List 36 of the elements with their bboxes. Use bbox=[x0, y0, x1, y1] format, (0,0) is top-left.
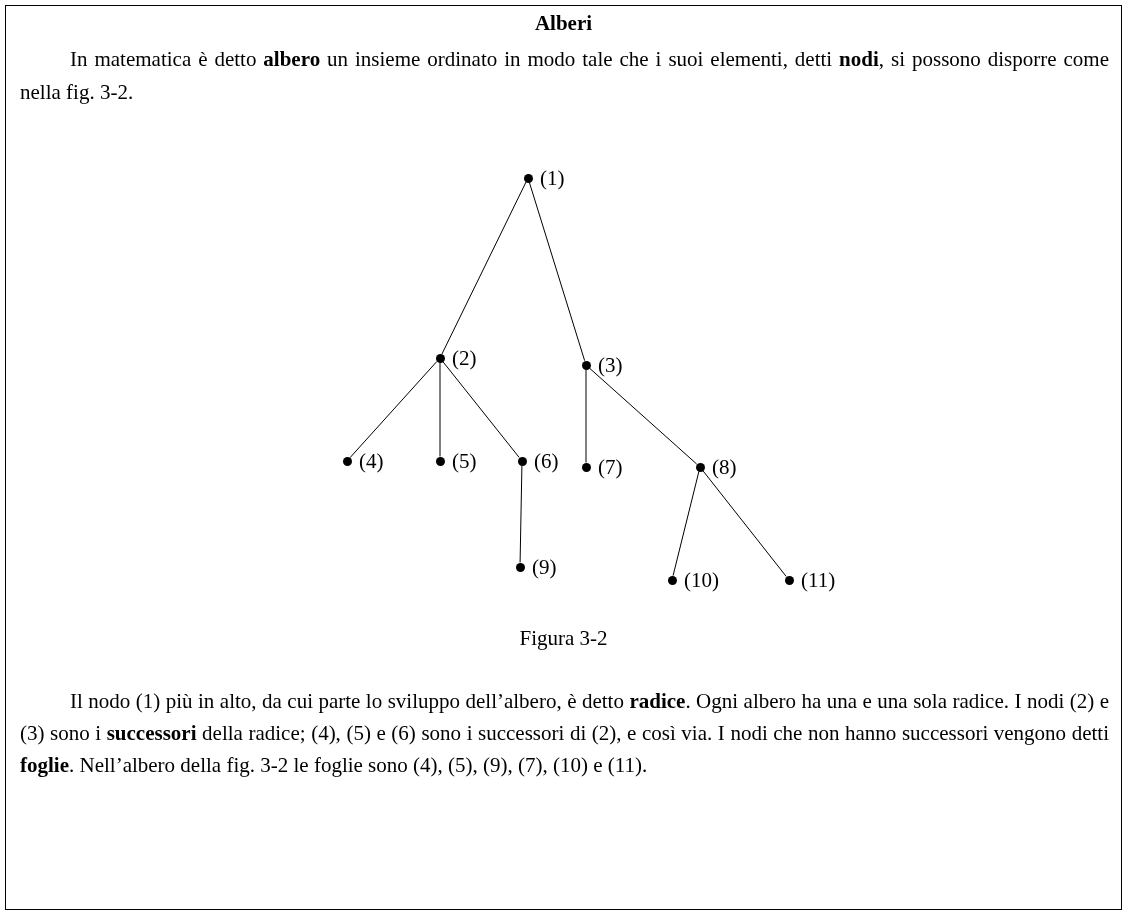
node-label: (9) bbox=[532, 553, 557, 580]
tree-edge bbox=[672, 470, 700, 577]
node-dot bbox=[515, 562, 525, 572]
tree-edge bbox=[442, 361, 520, 458]
node-dot bbox=[517, 456, 527, 466]
node-dot bbox=[435, 353, 445, 363]
title: Alberi bbox=[533, 10, 594, 37]
node-dot bbox=[784, 575, 794, 585]
tree-edge bbox=[519, 465, 523, 563]
paragraph: In matematica è detto albero un insieme ordinato in modo tale che i suoi elementi, detti nodi, si possono disporre come nella fig. 3-2. bbox=[20, 46, 1109, 106]
node-dot bbox=[581, 360, 591, 370]
tree-edge bbox=[585, 369, 587, 463]
tree-edge bbox=[441, 181, 527, 355]
tree-edge bbox=[439, 362, 441, 457]
node-label: (7) bbox=[598, 453, 623, 480]
node-label: (4) bbox=[359, 447, 384, 474]
paragraph: Il nodo (1) più in alto, da cui parte lo sviluppo dell’albero, è detto radice. Ogni albero ha una e una sola radice. I nodi (2) e (3) sono i successori della radice; (4), (5) e (6) sono i successori di (2), e così via. I nodi che non hanno successori vengono detti foglie. Nell’albero della fig. 3-2 le foglie sono (4), (5), (9), (7), (10) e (11). bbox=[20, 688, 1109, 779]
node-label: (11) bbox=[801, 566, 836, 593]
node-label: (3) bbox=[598, 351, 623, 378]
tree-edge bbox=[349, 360, 438, 459]
node-label: (6) bbox=[534, 447, 559, 474]
node-dot bbox=[342, 456, 352, 466]
node-label: (8) bbox=[712, 453, 737, 480]
tree-edge bbox=[528, 181, 586, 362]
node-label: (2) bbox=[452, 344, 477, 371]
tree-edge bbox=[702, 470, 787, 577]
node-dot bbox=[523, 173, 533, 183]
node-dot bbox=[581, 462, 591, 472]
node-label: (5) bbox=[452, 447, 477, 474]
node-label: (1) bbox=[540, 164, 565, 191]
figure-caption: Figura 3-2 bbox=[518, 625, 609, 652]
node-label: (10) bbox=[684, 566, 719, 593]
tree-edge bbox=[588, 367, 698, 465]
node-dot bbox=[695, 462, 705, 472]
node-dot bbox=[667, 575, 677, 585]
node-dot bbox=[435, 456, 445, 466]
